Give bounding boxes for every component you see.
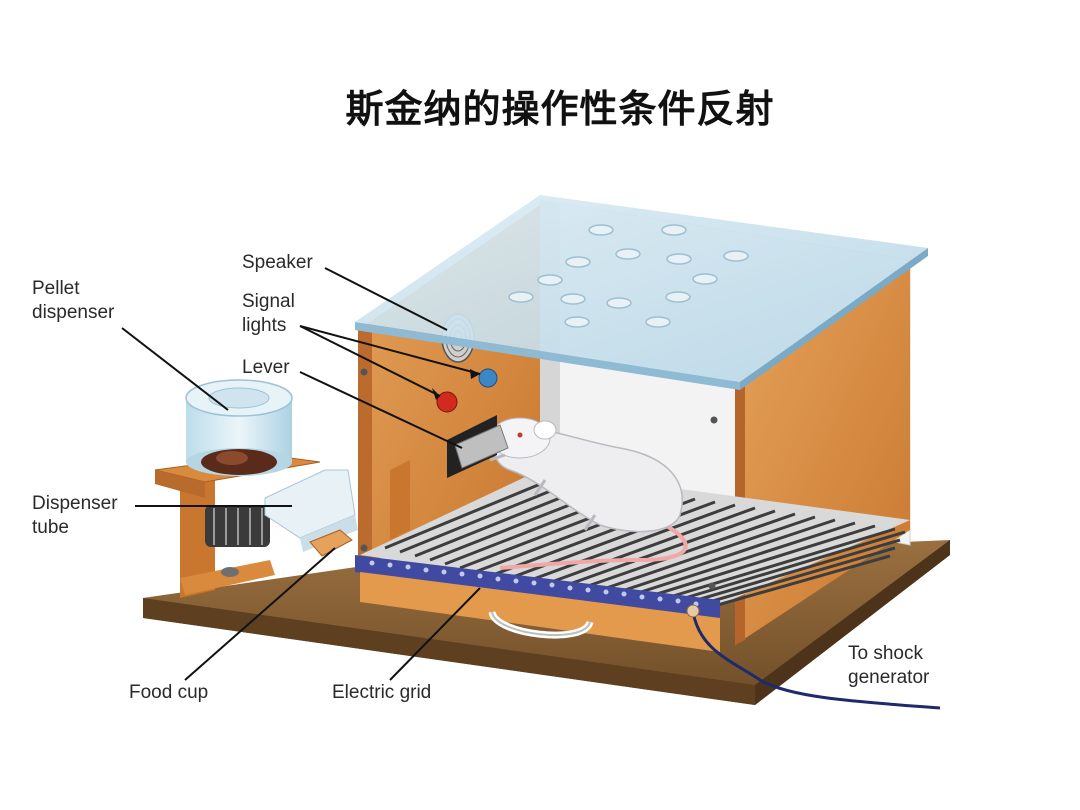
label-signal-lights: Signal lights xyxy=(242,291,295,336)
pellet-dispenser-leader xyxy=(121,327,229,411)
electric-grid-leader xyxy=(389,587,481,681)
label-dispenser-tube: Dispenser tube xyxy=(32,493,118,538)
dispenser-post xyxy=(180,470,215,598)
label-shock-generator: To shock generator xyxy=(848,643,930,688)
rat-body xyxy=(493,426,683,533)
glass-lid xyxy=(355,195,928,390)
grid-rail xyxy=(355,555,720,618)
shock-wire xyxy=(691,611,941,710)
electric-grid-floor xyxy=(355,470,910,618)
red-signal-light xyxy=(436,391,458,413)
left-wall-edge xyxy=(358,325,372,570)
left-wall-slot xyxy=(390,460,410,540)
drawer-front xyxy=(360,572,720,652)
lid-holes xyxy=(508,224,749,328)
screws xyxy=(360,368,718,590)
signal-leader-red xyxy=(299,325,441,397)
pellet-dispenser-unit xyxy=(154,379,358,598)
rat-ear xyxy=(533,420,557,440)
slide-title: 斯金纳的操作性条件反射 xyxy=(345,86,775,131)
blue-signal-light xyxy=(478,368,498,388)
drawer xyxy=(360,572,720,652)
wire-connector xyxy=(686,604,700,618)
lid-top xyxy=(355,195,928,382)
lever-leader xyxy=(299,371,463,449)
signal-leader-blue xyxy=(299,325,481,375)
speaker-leader xyxy=(324,267,448,331)
label-lever: Lever xyxy=(242,357,290,378)
lid-front-edge xyxy=(355,322,740,390)
lever xyxy=(454,424,509,469)
base-front-edge xyxy=(143,598,755,705)
food-cup-leader xyxy=(184,547,336,681)
leader-lines xyxy=(121,267,481,681)
label-pellet-dispenser: Pellet dispenser xyxy=(32,278,115,323)
food-cup-shape xyxy=(309,529,353,557)
rat-tail xyxy=(499,523,688,570)
lid-side-edge xyxy=(740,248,928,390)
base-side-edge xyxy=(755,540,950,705)
label-electric-grid: Electric grid xyxy=(332,682,432,703)
lever-assembly xyxy=(447,415,509,478)
label-speaker: Speaker xyxy=(242,252,313,273)
label-food-cup: Food cup xyxy=(129,682,209,703)
rat-eye xyxy=(517,432,523,438)
